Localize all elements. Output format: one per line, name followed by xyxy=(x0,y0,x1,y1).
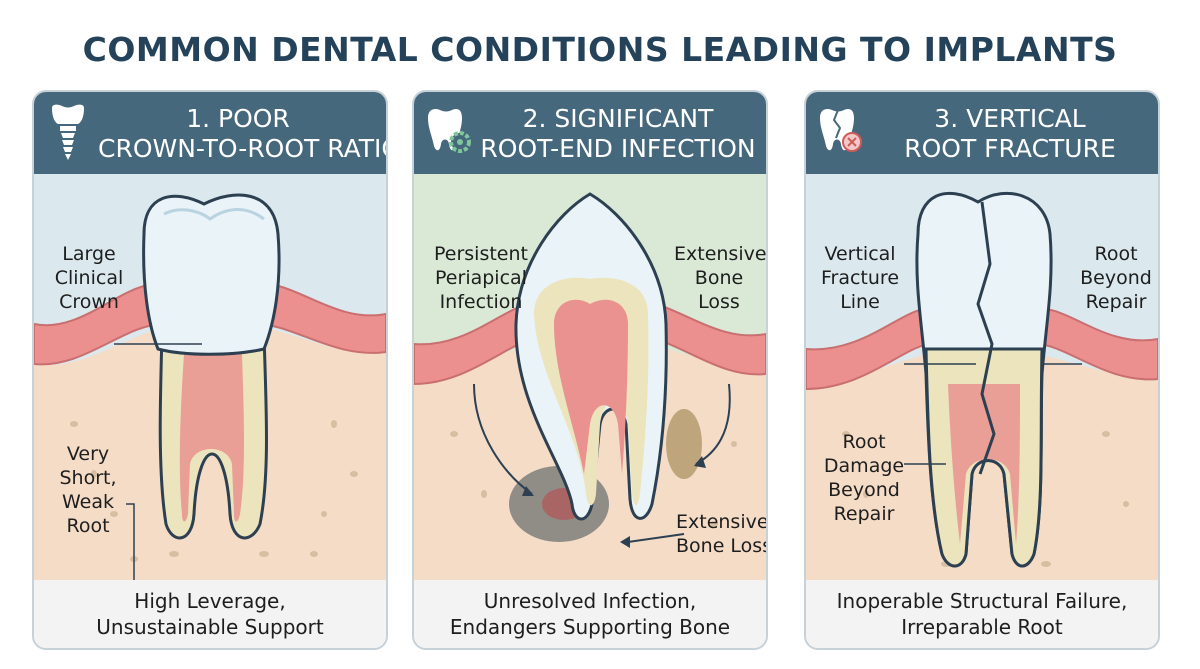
panel-title-line1: 2. SIGNIFICANT xyxy=(522,104,714,133)
panel-vertical-root-fracture: 3. VERTICAL ROOT FRACTURE Vertical Fract… xyxy=(804,90,1160,650)
panel-title-line2: ROOT FRACTURE xyxy=(904,134,1116,163)
label-short-weak-root: Very Short, Weak Root xyxy=(59,443,117,537)
footer-line2: Unsustainable Support xyxy=(96,615,324,639)
label-root-damage-beyond-repair: Root Damage Beyond Repair xyxy=(823,431,905,525)
panel-header: 3. VERTICAL ROOT FRACTURE xyxy=(806,92,1158,174)
footer-line1: High Leverage, xyxy=(134,589,286,613)
label-vertical-fracture-line: Vertical Fracture Line xyxy=(820,243,900,313)
panel-footer: Inoperable Structural Failure, Irreparab… xyxy=(806,580,1158,648)
panel-footer: Unresolved Infection, Endangers Supporti… xyxy=(414,580,766,648)
panel-header: 2. SIGNIFICANT ROOT-END INFECTION xyxy=(414,92,766,174)
implant-tooth-icon xyxy=(52,104,84,160)
panel-crown-root-ratio: 1. POOR CROWN-TO-ROOT RATIO Large Clinic… xyxy=(32,90,388,650)
footer-line1: Inoperable Structural Failure, xyxy=(836,589,1128,613)
page-title: COMMON DENTAL CONDITIONS LEADING TO IMPL… xyxy=(82,30,1118,69)
tooth-illustration-fracture xyxy=(806,174,1158,580)
footer-line2: Irreparable Root xyxy=(901,615,1063,639)
label-extensive-bone-loss-bottom: Extensive Bone Loss xyxy=(676,511,768,557)
footer-line1: Unresolved Infection, xyxy=(483,589,697,613)
tooth-illustration-short-root xyxy=(34,174,386,580)
panel-footer: High Leverage, Unsustainable Support xyxy=(34,580,386,648)
label-periapical-infection: Persistent Periapical Infection xyxy=(434,243,528,313)
label-large-clinical-crown: Large Clinical Crown xyxy=(54,243,124,313)
cracked-tooth-x-icon xyxy=(820,108,862,152)
panel-title-line2: CROWN-TO-ROOT RATIO xyxy=(98,134,388,163)
panel-title-line1: 1. POOR xyxy=(186,104,290,133)
footer-line2: Endangers Supporting Bone xyxy=(449,615,731,639)
panel-header: 1. POOR CROWN-TO-ROOT RATIO xyxy=(34,92,386,174)
panel-title-line2: ROOT-END INFECTION xyxy=(480,134,756,163)
tooth-gear-icon xyxy=(428,108,471,153)
label-extensive-bone-loss-top: Extensive Bone Loss xyxy=(674,243,767,313)
tooth-illustration-infection xyxy=(414,174,766,580)
panel-title-line1: 3. VERTICAL xyxy=(934,104,1086,133)
label-root-beyond-repair: Root Beyond Repair xyxy=(1080,243,1152,313)
panel-root-end-infection: 2. SIGNIFICANT ROOT-END INFECTION Persis… xyxy=(412,90,768,650)
